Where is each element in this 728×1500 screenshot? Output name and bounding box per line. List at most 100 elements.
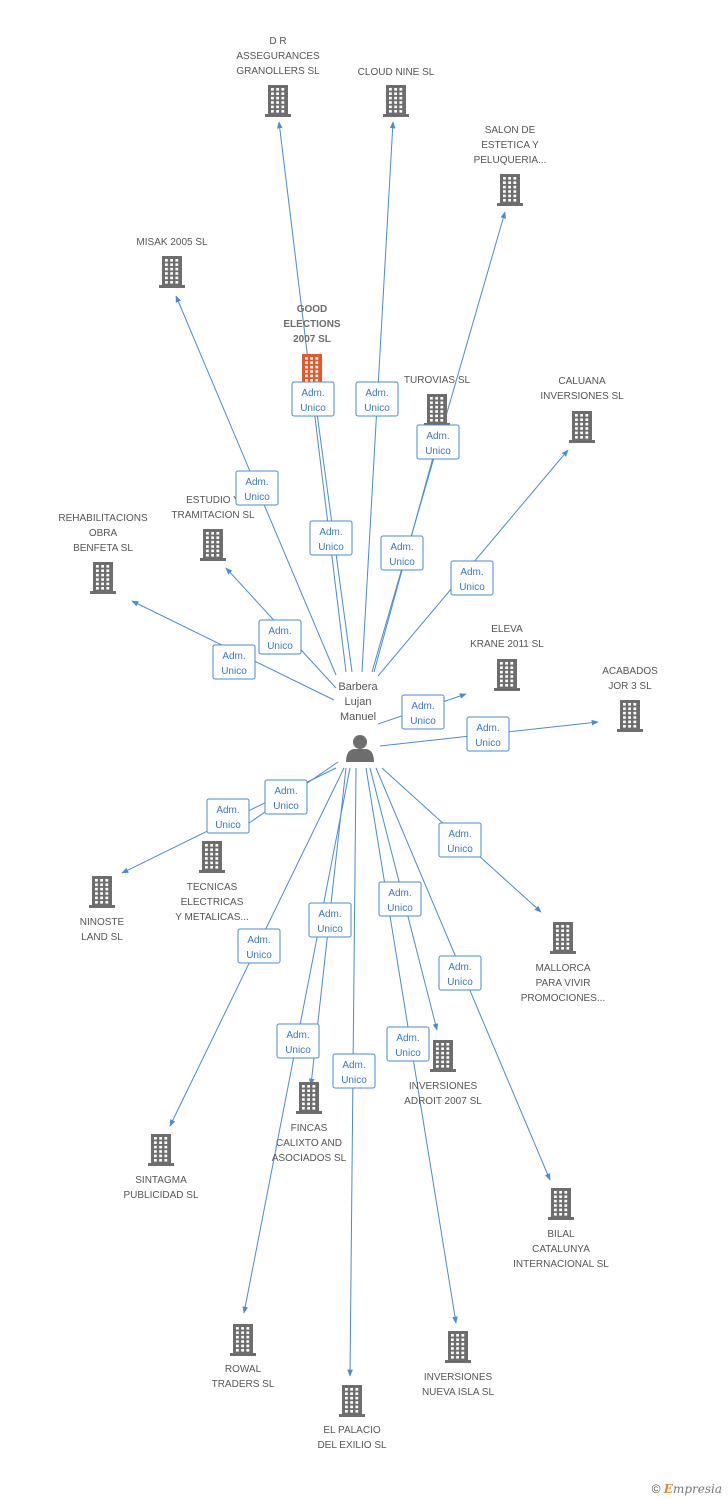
building-icon <box>550 922 576 954</box>
svg-text:Adm.Unico: Adm.Unico <box>475 723 501 749</box>
role-badge-adm-unico: Adm.Unico <box>378 881 422 917</box>
building-icon <box>569 411 595 443</box>
building-icon <box>383 85 409 117</box>
role-badge-adm-unico: Adm.Unico <box>380 535 424 571</box>
copyright-symbol: © <box>651 1482 661 1496</box>
role-badge-adm-unico: Adm.Unico <box>212 644 256 680</box>
role-badge-adm-unico: Adm.Unico <box>416 424 460 460</box>
building-icon <box>339 1385 365 1417</box>
svg-text:Adm.Unico: Adm.Unico <box>425 431 451 457</box>
svg-text:Adm.Unico: Adm.Unico <box>389 542 415 568</box>
role-badge-adm-unico: Adm.Unico <box>291 381 335 417</box>
role-badge-adm-unico: Adm.Unico <box>355 381 399 417</box>
svg-text:Adm.Unico: Adm.Unico <box>341 1060 367 1086</box>
person-icon-head <box>353 735 367 749</box>
svg-text:Adm.Unico: Adm.Unico <box>395 1033 421 1059</box>
role-badge-adm-unico: Adm.Unico <box>206 798 250 834</box>
role-badge-adm-unico: Adm.Unico <box>332 1053 376 1089</box>
highlighted-building-icon <box>299 354 325 386</box>
building-icon <box>494 659 520 691</box>
building-icon <box>548 1188 574 1220</box>
footer-brand: © Empresia <box>652 1482 722 1496</box>
svg-text:Adm.Unico: Adm.Unico <box>447 829 473 855</box>
company-node-turovias[interactable]: TUROVIAS SL <box>404 375 471 426</box>
building-icon <box>89 876 115 908</box>
role-badge-adm-unico: Adm.Unico <box>258 619 302 655</box>
building-icon <box>296 1082 322 1114</box>
svg-text:Adm.Unico: Adm.Unico <box>447 962 473 988</box>
company-node-cloud-nine[interactable]: CLOUD NINE SL <box>358 67 435 117</box>
building-icon <box>424 394 450 426</box>
building-icon <box>90 562 116 594</box>
role-badge-adm-unico: Adm.Unico <box>438 822 482 858</box>
role-badge-adm-unico: Adm.Unico <box>309 520 353 556</box>
role-badge-adm-unico: Adm.Unico <box>386 1026 430 1062</box>
brand-initial: E <box>663 1482 673 1496</box>
building-icon <box>617 700 643 732</box>
brand-name: mpresia <box>672 1482 722 1496</box>
role-badge-adm-unico: Adm.Unico <box>401 694 445 730</box>
building-icon <box>445 1331 471 1363</box>
svg-text:Adm.Unico: Adm.Unico <box>246 935 272 961</box>
building-icon <box>265 85 291 117</box>
role-badge-adm-unico: Adm.Unico <box>237 928 281 964</box>
svg-text:Adm.Unico: Adm.Unico <box>317 909 343 935</box>
person-icon <box>346 749 374 762</box>
building-icon <box>159 256 185 288</box>
role-badge-adm-unico: Adm.Unico <box>276 1023 320 1059</box>
svg-text:Adm.Unico: Adm.Unico <box>273 786 299 812</box>
company-node-misak-2005[interactable]: MISAK 2005 SL <box>136 237 208 288</box>
svg-text:Adm.Unico: Adm.Unico <box>410 701 436 727</box>
svg-text:Adm.Unico: Adm.Unico <box>244 477 270 503</box>
building-icon <box>148 1134 174 1166</box>
svg-text:Adm.Unico: Adm.Unico <box>300 388 326 414</box>
svg-text:Adm.Unico: Adm.Unico <box>267 626 293 652</box>
building-icon <box>497 174 523 206</box>
role-badge-adm-unico: Adm.Unico <box>264 779 308 815</box>
svg-text:Adm.Unico: Adm.Unico <box>459 567 485 593</box>
role-labels-layer: Adm.UnicoAdm.UnicoAdm.UnicoAdm.UnicoAdm.… <box>206 381 510 1089</box>
role-badge-adm-unico: Adm.Unico <box>466 716 510 752</box>
svg-text:Adm.Unico: Adm.Unico <box>285 1030 311 1056</box>
svg-text:Adm.Unico: Adm.Unico <box>387 888 413 914</box>
svg-text:Adm.Unico: Adm.Unico <box>221 651 247 677</box>
svg-text:Adm.Unico: Adm.Unico <box>364 388 390 414</box>
